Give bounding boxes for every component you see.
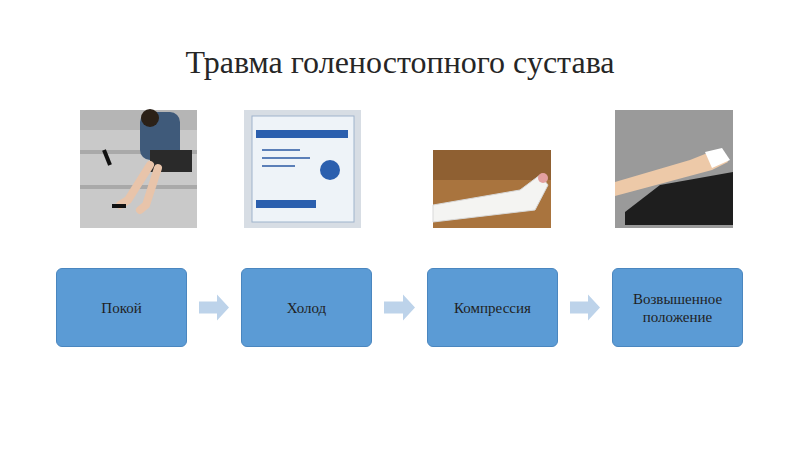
flow-arrow [199, 295, 229, 321]
process-box: Холод [241, 268, 372, 347]
flow-arrow [570, 295, 600, 321]
compression-photo [433, 150, 551, 228]
step-label: Возвышенное положение [619, 290, 736, 326]
rest-photo [80, 109, 197, 228]
process-box: Компрессия [427, 268, 558, 347]
process-box: Возвышенное положение [612, 268, 743, 347]
ice-pack-photo [244, 110, 361, 228]
slide-title: Травма голеностопного сустава [0, 44, 800, 81]
elevation-photo [615, 110, 733, 228]
process-box: Покой [56, 268, 187, 347]
step-label: Холод [287, 299, 326, 317]
step-label: Покой [101, 299, 141, 317]
flow-arrow [384, 295, 415, 321]
step-label: Компрессия [454, 299, 531, 317]
